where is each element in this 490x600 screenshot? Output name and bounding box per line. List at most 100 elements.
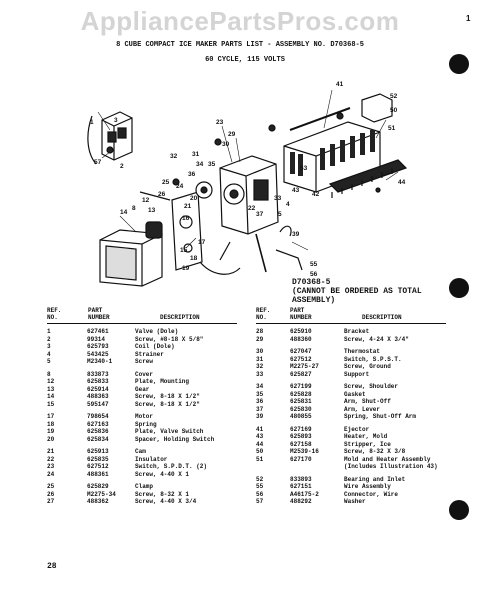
part-description: Screw, 8-32 X 1 <box>135 490 190 498</box>
part-number: M2340-1 <box>87 358 113 365</box>
part-number: 488361 <box>87 470 109 478</box>
part-number: 625831 <box>290 398 312 405</box>
part-number: 627163 <box>87 420 109 428</box>
ref-number: 23 <box>47 463 55 470</box>
callout-55: 55 <box>310 261 318 268</box>
part-number: 627169 <box>290 425 312 433</box>
part-number: 625910 <box>290 328 312 335</box>
part-number: M2539-16 <box>290 448 319 455</box>
part-description: Wire Assembly <box>344 483 391 490</box>
part-description: Screw, Ground <box>344 363 391 370</box>
part-description: Cam <box>135 448 146 455</box>
callout-35: 35 <box>208 161 216 168</box>
part-description: Insulator <box>135 455 168 463</box>
callout-53: 53 <box>300 165 308 172</box>
ref-number: 55 <box>256 483 264 490</box>
part-description: Gear <box>135 385 150 393</box>
callout-33: 33 <box>274 195 282 202</box>
ref-number: 50 <box>256 448 264 455</box>
page-title: 8 CUBE COMPACT ICE MAKER PARTS LIST - AS… <box>116 41 364 49</box>
ref-number: 28 <box>256 328 264 335</box>
callout-39: 39 <box>292 231 300 238</box>
ref-number: 27 <box>47 498 55 505</box>
callout-17: 17 <box>198 239 206 246</box>
ref-number: 41 <box>256 425 264 433</box>
callout-43: 43 <box>292 187 300 194</box>
part-number: 627512 <box>290 355 312 363</box>
callout-5: 5 <box>278 211 282 218</box>
edge-mark: 1 <box>466 14 471 23</box>
part-description: Spacer, Holding Switch <box>135 435 215 443</box>
callout-44: 44 <box>398 179 406 186</box>
part-description: (Includes Illustration 43) <box>344 463 438 470</box>
ref-number: 43 <box>256 433 264 440</box>
page-number: 28 <box>47 562 57 571</box>
assembly-note: (CANNOT BE ORDERED AS TOTAL ASSEMBLY) <box>292 287 422 305</box>
part-description: Valve (Dole) <box>135 328 179 335</box>
ref-number: 17 <box>47 413 55 420</box>
part-number: 625829 <box>87 483 109 490</box>
binder-hole <box>449 500 469 520</box>
part-number: 488360 <box>290 335 312 343</box>
ref-number: 22 <box>47 455 55 463</box>
callout-51: 51 <box>388 125 396 132</box>
ref-number: 44 <box>256 440 264 448</box>
part-description: Screw, 8-18 X 1/2" <box>135 393 200 400</box>
part-description: Plate, Valve Switch <box>135 428 204 435</box>
callout-18: 18 <box>190 255 198 262</box>
part-number: 488363 <box>87 393 109 400</box>
part-number: 798654 <box>87 413 109 420</box>
part-description: Screw, 4-40 X 1 <box>135 470 190 478</box>
callout-12: 12 <box>142 197 150 204</box>
part-description: Plate, Mounting <box>135 378 190 385</box>
callout-56: 56 <box>310 271 318 278</box>
exploded-parts-diagram: 1 3 57 2 23 29 30 32 31 34 35 36 24 25 2… <box>87 81 408 287</box>
ref-number: 1 <box>47 328 51 335</box>
ref-number: 26 <box>47 490 55 498</box>
binder-hole <box>449 278 469 298</box>
callout-22: 22 <box>248 205 256 212</box>
part-number: 625833 <box>87 378 109 385</box>
callout-31: 31 <box>192 151 200 158</box>
ref-number: 19 <box>47 428 55 435</box>
callout-2: 2 <box>120 163 124 170</box>
ref-number: 4 <box>47 350 51 358</box>
table-row: 41 627169 Ejector <box>256 426 451 434</box>
callout-30: 30 <box>222 141 230 148</box>
part-number: 625836 <box>87 428 109 435</box>
part-description: Connector, Wire <box>344 490 399 498</box>
part-number: 625913 <box>87 448 109 455</box>
part-number: 833873 <box>87 370 109 378</box>
part-number: M2275-27 <box>290 363 319 370</box>
callout-23: 23 <box>216 119 224 126</box>
part-description: Washer <box>344 498 366 505</box>
callout-16: 16 <box>182 215 190 222</box>
part-number: 833893 <box>290 475 312 483</box>
callout-25: 25 <box>162 179 170 186</box>
header-rule <box>47 323 237 324</box>
part-description: Switch, S.P.S.T. <box>344 355 402 363</box>
ref-number: 35 <box>256 390 264 398</box>
callout-19: 19 <box>182 265 190 272</box>
part-description: Support <box>344 370 370 378</box>
ref-number: 2 <box>47 335 51 343</box>
ref-number: 3 <box>47 343 51 350</box>
part-description: Ejector <box>344 425 370 433</box>
part-description: Heater, Mold <box>344 433 388 440</box>
header-rule <box>256 323 446 324</box>
